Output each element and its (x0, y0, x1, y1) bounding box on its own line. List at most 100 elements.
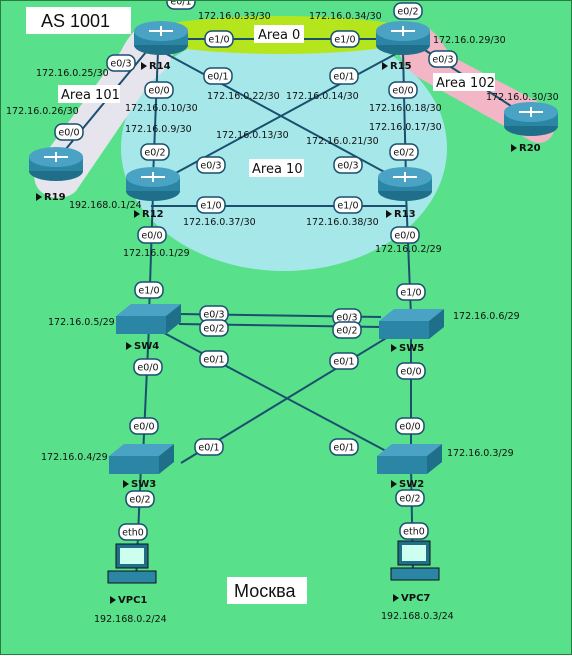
label-r15: R15 (390, 61, 412, 72)
router-r20[interactable] (504, 102, 558, 136)
router-r13[interactable] (378, 167, 432, 201)
addr-19: 172.16.0.1/29 (123, 248, 190, 259)
port-label: e0/2 (203, 324, 224, 335)
port-p28: e0/0 (133, 358, 163, 376)
router-r12[interactable] (126, 167, 180, 201)
router-r15[interactable] (376, 21, 430, 55)
port-label: e0/2 (144, 148, 165, 159)
port-p35: e0/2 (395, 489, 425, 507)
port-label: e1/0 (200, 201, 221, 212)
port-p32: e0/1 (194, 438, 224, 456)
addr-13: 172.16.0.13/30 (216, 130, 289, 141)
label-sw2: SW2 (399, 479, 424, 490)
switch-sw5[interactable] (379, 309, 444, 339)
port-p9: e0/0 (144, 81, 174, 99)
port-label: e0/3 (200, 161, 221, 172)
port-label: e0/0 (137, 363, 158, 374)
addr-9: 172.16.0.10/30 (125, 103, 198, 114)
switch-sw3[interactable] (109, 444, 174, 474)
as-title-box (26, 7, 131, 34)
port-p10: e0/0 (388, 81, 418, 99)
addr-24: 192.168.0.2/24 (94, 614, 167, 625)
port-p6: e0/1 (203, 67, 233, 85)
port-p21: e1/0 (396, 283, 426, 301)
city-box (227, 577, 307, 604)
router-r19[interactable] (29, 147, 83, 181)
port-label: e1/0 (334, 35, 355, 46)
port-label: e0/3 (110, 59, 131, 70)
port-label: e0/1 (333, 443, 354, 454)
pc-vpc7[interactable] (390, 540, 440, 581)
port-label: e0/2 (129, 495, 150, 506)
switch-sw4[interactable] (116, 304, 181, 334)
label-sw4: SW4 (134, 341, 159, 352)
port-p37: eth0 (399, 522, 429, 540)
port-p25: e0/2 (332, 321, 362, 339)
port-p33: e0/1 (329, 438, 359, 456)
port-label: e0/3 (203, 310, 224, 321)
addr-1: 172.16.0.33/30 (198, 11, 271, 22)
port-p16: e1/0 (196, 196, 226, 214)
router-r14[interactable] (134, 21, 188, 55)
port-label: e0/2 (393, 148, 414, 159)
label-vpc7: VPC7 (401, 593, 430, 604)
addr-7: 172.16.0.22/30 (207, 91, 280, 102)
port-p8: e0/3 (428, 50, 458, 68)
addr-11: 172.16.0.9/30 (125, 124, 192, 135)
label-vpc1: VPC1 (118, 595, 147, 606)
addr-6: 172.16.0.30/30 (486, 92, 559, 103)
port-label: e0/0 (133, 422, 154, 433)
as-title: AS 1001 (41, 11, 110, 31)
addr-12: 172.16.0.17/30 (369, 122, 442, 133)
port-p12: e0/2 (140, 143, 170, 161)
address-labels: 172.16.0.33/30 172.16.0.34/30 172.16.0.2… (6, 11, 559, 625)
addr-8: 172.16.0.14/30 (286, 91, 359, 102)
port-label: e0/1 (333, 357, 354, 368)
port-label: e1/0 (208, 35, 229, 46)
addr-15: 192.168.0.1/24 (69, 200, 142, 211)
port-label: e0/3 (336, 313, 357, 324)
port-p23: e0/2 (199, 319, 229, 337)
port-label: e0/1 (170, 1, 191, 8)
addr-3: 172.16.0.29/30 (433, 35, 506, 46)
port-label: e0/0 (392, 86, 413, 97)
port-label: e0/0 (141, 231, 162, 242)
pc-vpc1[interactable] (107, 543, 157, 584)
area-102-label: Area 102 (436, 76, 495, 91)
port-label: e0/1 (333, 72, 354, 83)
port-p30: e0/0 (129, 417, 159, 435)
addr-22: 172.16.0.4/29 (41, 452, 108, 463)
switch-sw2[interactable] (377, 444, 442, 474)
addr-2: 172.16.0.34/30 (309, 11, 382, 22)
area-101-label: Area 101 (61, 88, 120, 103)
addr-16: 172.16.0.37/30 (183, 217, 256, 228)
addr-14: 172.16.0.21/30 (306, 136, 379, 147)
port-p3: e1/0 (330, 30, 360, 48)
port-p13: e0/2 (389, 143, 419, 161)
port-p17: e1/0 (333, 196, 363, 214)
port-p1: e0/1 (166, 1, 196, 10)
port-p18: e0/0 (137, 226, 167, 244)
port-label: e0/1 (207, 72, 228, 83)
addr-17: 172.16.0.38/30 (306, 217, 379, 228)
port-p31: e0/0 (395, 417, 425, 435)
port-p36: eth0 (118, 523, 148, 541)
addr-25: 192.168.0.3/24 (381, 611, 454, 622)
port-p29: e0/0 (396, 362, 426, 380)
area-10-label: Area 10 (252, 162, 303, 177)
city-label: Москва (234, 581, 296, 601)
port-p2: e1/0 (204, 30, 234, 48)
port-p15: e0/3 (333, 156, 363, 174)
label-r20: R20 (519, 143, 541, 154)
port-label: eth0 (403, 527, 425, 538)
port-p27: e0/1 (329, 352, 359, 370)
label-r13: R13 (394, 209, 416, 220)
port-label: e0/0 (399, 422, 420, 433)
port-p7: e0/1 (329, 67, 359, 85)
port-p4: e0/2 (393, 2, 423, 20)
port-label: e0/3 (337, 161, 358, 172)
addr-23: 172.16.0.3/29 (447, 448, 514, 459)
label-sw5: SW5 (399, 343, 424, 354)
